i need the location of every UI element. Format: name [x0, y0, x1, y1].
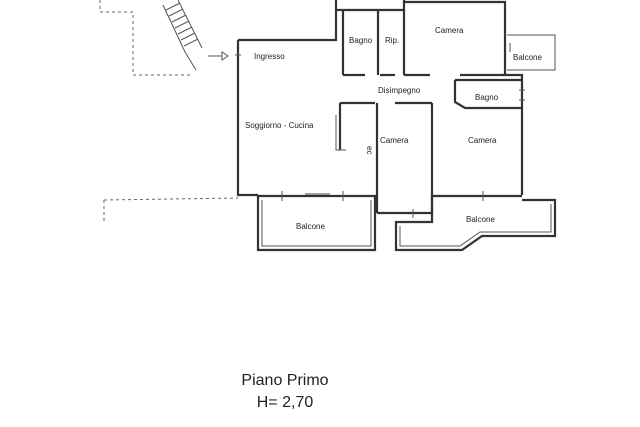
room-label-balcone-bottom-left: Balcone	[296, 222, 325, 231]
floor-name: Piano Primo	[241, 372, 329, 389]
room-label-balcone-right: Balcone	[513, 53, 542, 62]
marker-ec: ec	[365, 146, 374, 154]
room-label-ingresso: Ingresso	[254, 52, 285, 61]
walls	[235, 0, 556, 218]
entry-arrow-icon	[208, 51, 229, 61]
room-label-ripostiglio: Rip.	[385, 36, 399, 45]
room-label-soggiorno-cucina: Soggiorno - Cucina	[245, 121, 314, 130]
staircase	[162, 0, 203, 71]
floor-height: H= 2,70	[256, 394, 314, 411]
room-label-balcone-bottom-right: Balcone	[466, 215, 495, 224]
exterior-outline	[99, 0, 239, 222]
balcone-bottom-left-outline	[256, 196, 377, 252]
room-label-disimpegno: Disimpegno	[378, 86, 421, 95]
room-label-bagno-2: Bagno	[475, 93, 499, 102]
room-label-camera-right: Camera	[468, 136, 497, 145]
balcone-bottom-right-outline	[394, 196, 557, 252]
room-label-bagno: Bagno	[349, 36, 373, 45]
room-label-camera-mid: Camera	[380, 136, 409, 145]
room-label-camera-top: Camera	[435, 26, 464, 35]
